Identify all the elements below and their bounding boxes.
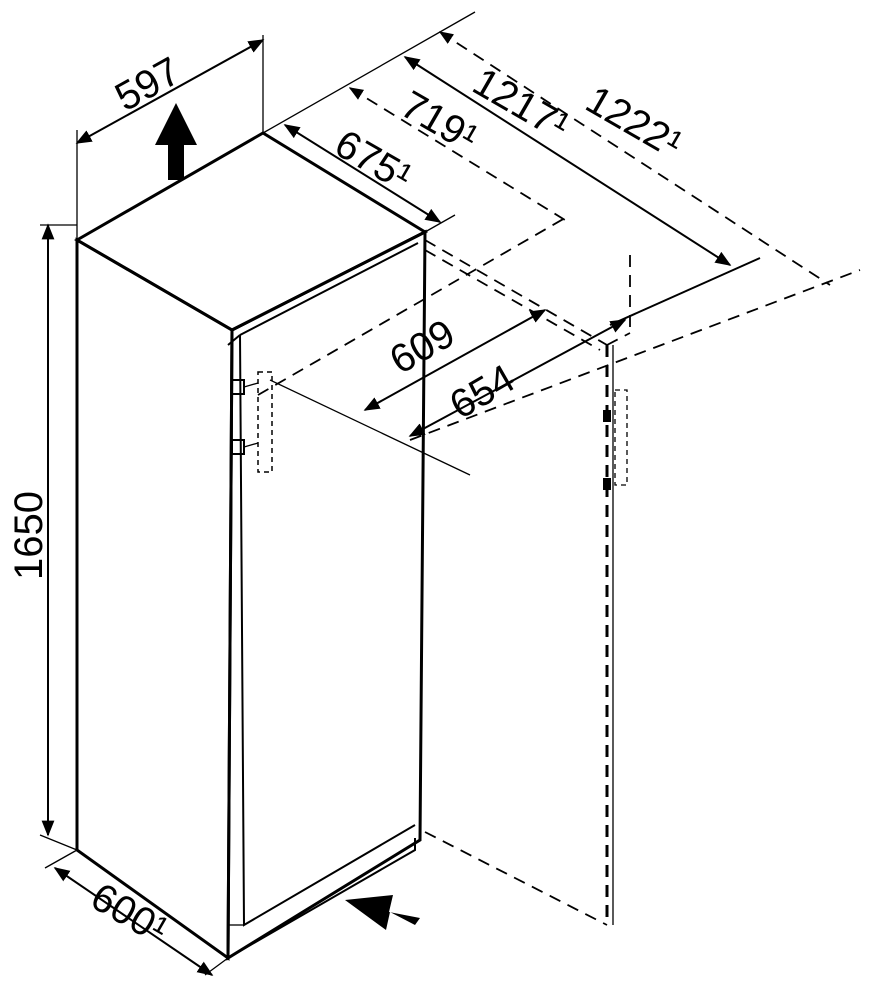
door-handle — [231, 371, 273, 473]
door-swing-lines — [257, 217, 861, 476]
dimension-label-609: 609 — [383, 311, 463, 382]
dimension-width-bottom: 600¹ — [44, 849, 229, 976]
dimension-depth-total-1: 1217¹ — [403, 56, 732, 266]
dimension-height: 1650 — [7, 223, 78, 851]
dimension-label-1217: 1217¹ — [466, 60, 577, 149]
dimension-label-1222: 1222¹ — [579, 78, 690, 167]
arrow-front-icon — [345, 895, 420, 930]
appliance-body — [74, 131, 429, 961]
door-top-edge — [239, 242, 419, 336]
side-face — [75, 237, 234, 961]
dimension-depth-total-2: 1222¹ — [438, 31, 831, 286]
front-face — [226, 229, 427, 961]
door-outline — [239, 334, 416, 927]
dimension-label-1650: 1650 — [7, 491, 51, 580]
dimension-label-675: 675¹ — [328, 122, 419, 200]
dimension-label-654: 654 — [443, 356, 523, 427]
arrow-up-icon — [155, 103, 197, 180]
